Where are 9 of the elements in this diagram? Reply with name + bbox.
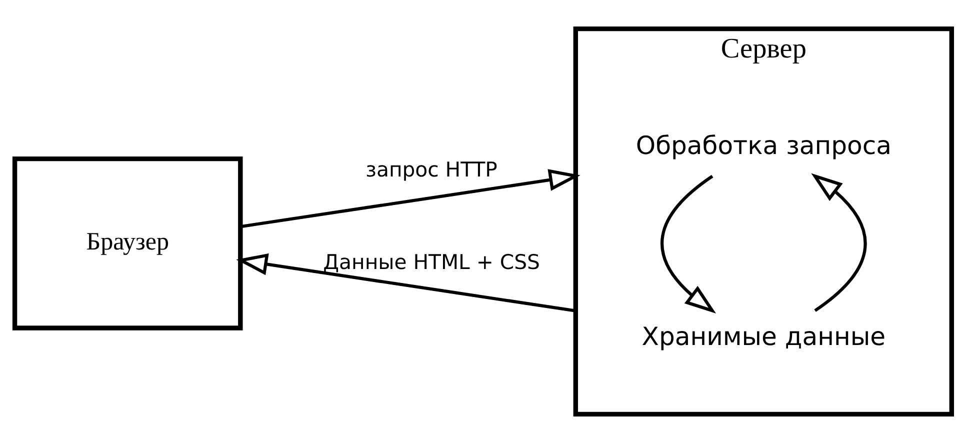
node-box: Браузер [12, 156, 243, 330]
arrow [240, 169, 580, 228]
edge-label: запрос HTTP [366, 158, 498, 182]
edge-label: Данные HTML + CSS [323, 250, 540, 274]
arrow [811, 173, 867, 312]
node-text: Хранимые данные [642, 322, 886, 351]
arrow [236, 253, 576, 312]
arrow [660, 174, 716, 314]
node-text: Обработка запроса [636, 130, 892, 160]
